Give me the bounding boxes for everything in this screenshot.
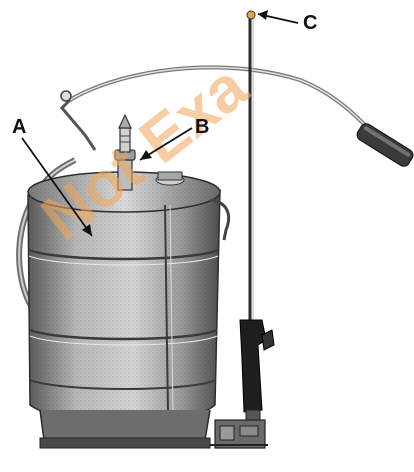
lever-linkage: [59, 98, 97, 151]
arrowhead-c: [258, 10, 268, 20]
label-c: C: [303, 12, 317, 34]
callout-b: B: [139, 116, 209, 161]
spray-lance: [246, 10, 256, 330]
lid-cap: [155, 171, 185, 186]
nozzle-tip: [246, 10, 256, 20]
trigger-handle: [239, 319, 275, 431]
label-b: B: [195, 116, 209, 138]
leader-line-a: [21, 137, 93, 237]
callout-c: C: [257, 10, 317, 34]
lever-grip: [356, 123, 414, 167]
pump-lever-arc-highlight: [69, 66, 366, 126]
arrowhead-b: [140, 150, 152, 160]
arrowhead-a: [82, 224, 92, 236]
filler-valve: [114, 113, 136, 191]
callout-a: A: [12, 116, 93, 237]
pump-base: [210, 419, 268, 449]
lever-pivot: [60, 90, 72, 102]
label-a: A: [12, 116, 26, 138]
